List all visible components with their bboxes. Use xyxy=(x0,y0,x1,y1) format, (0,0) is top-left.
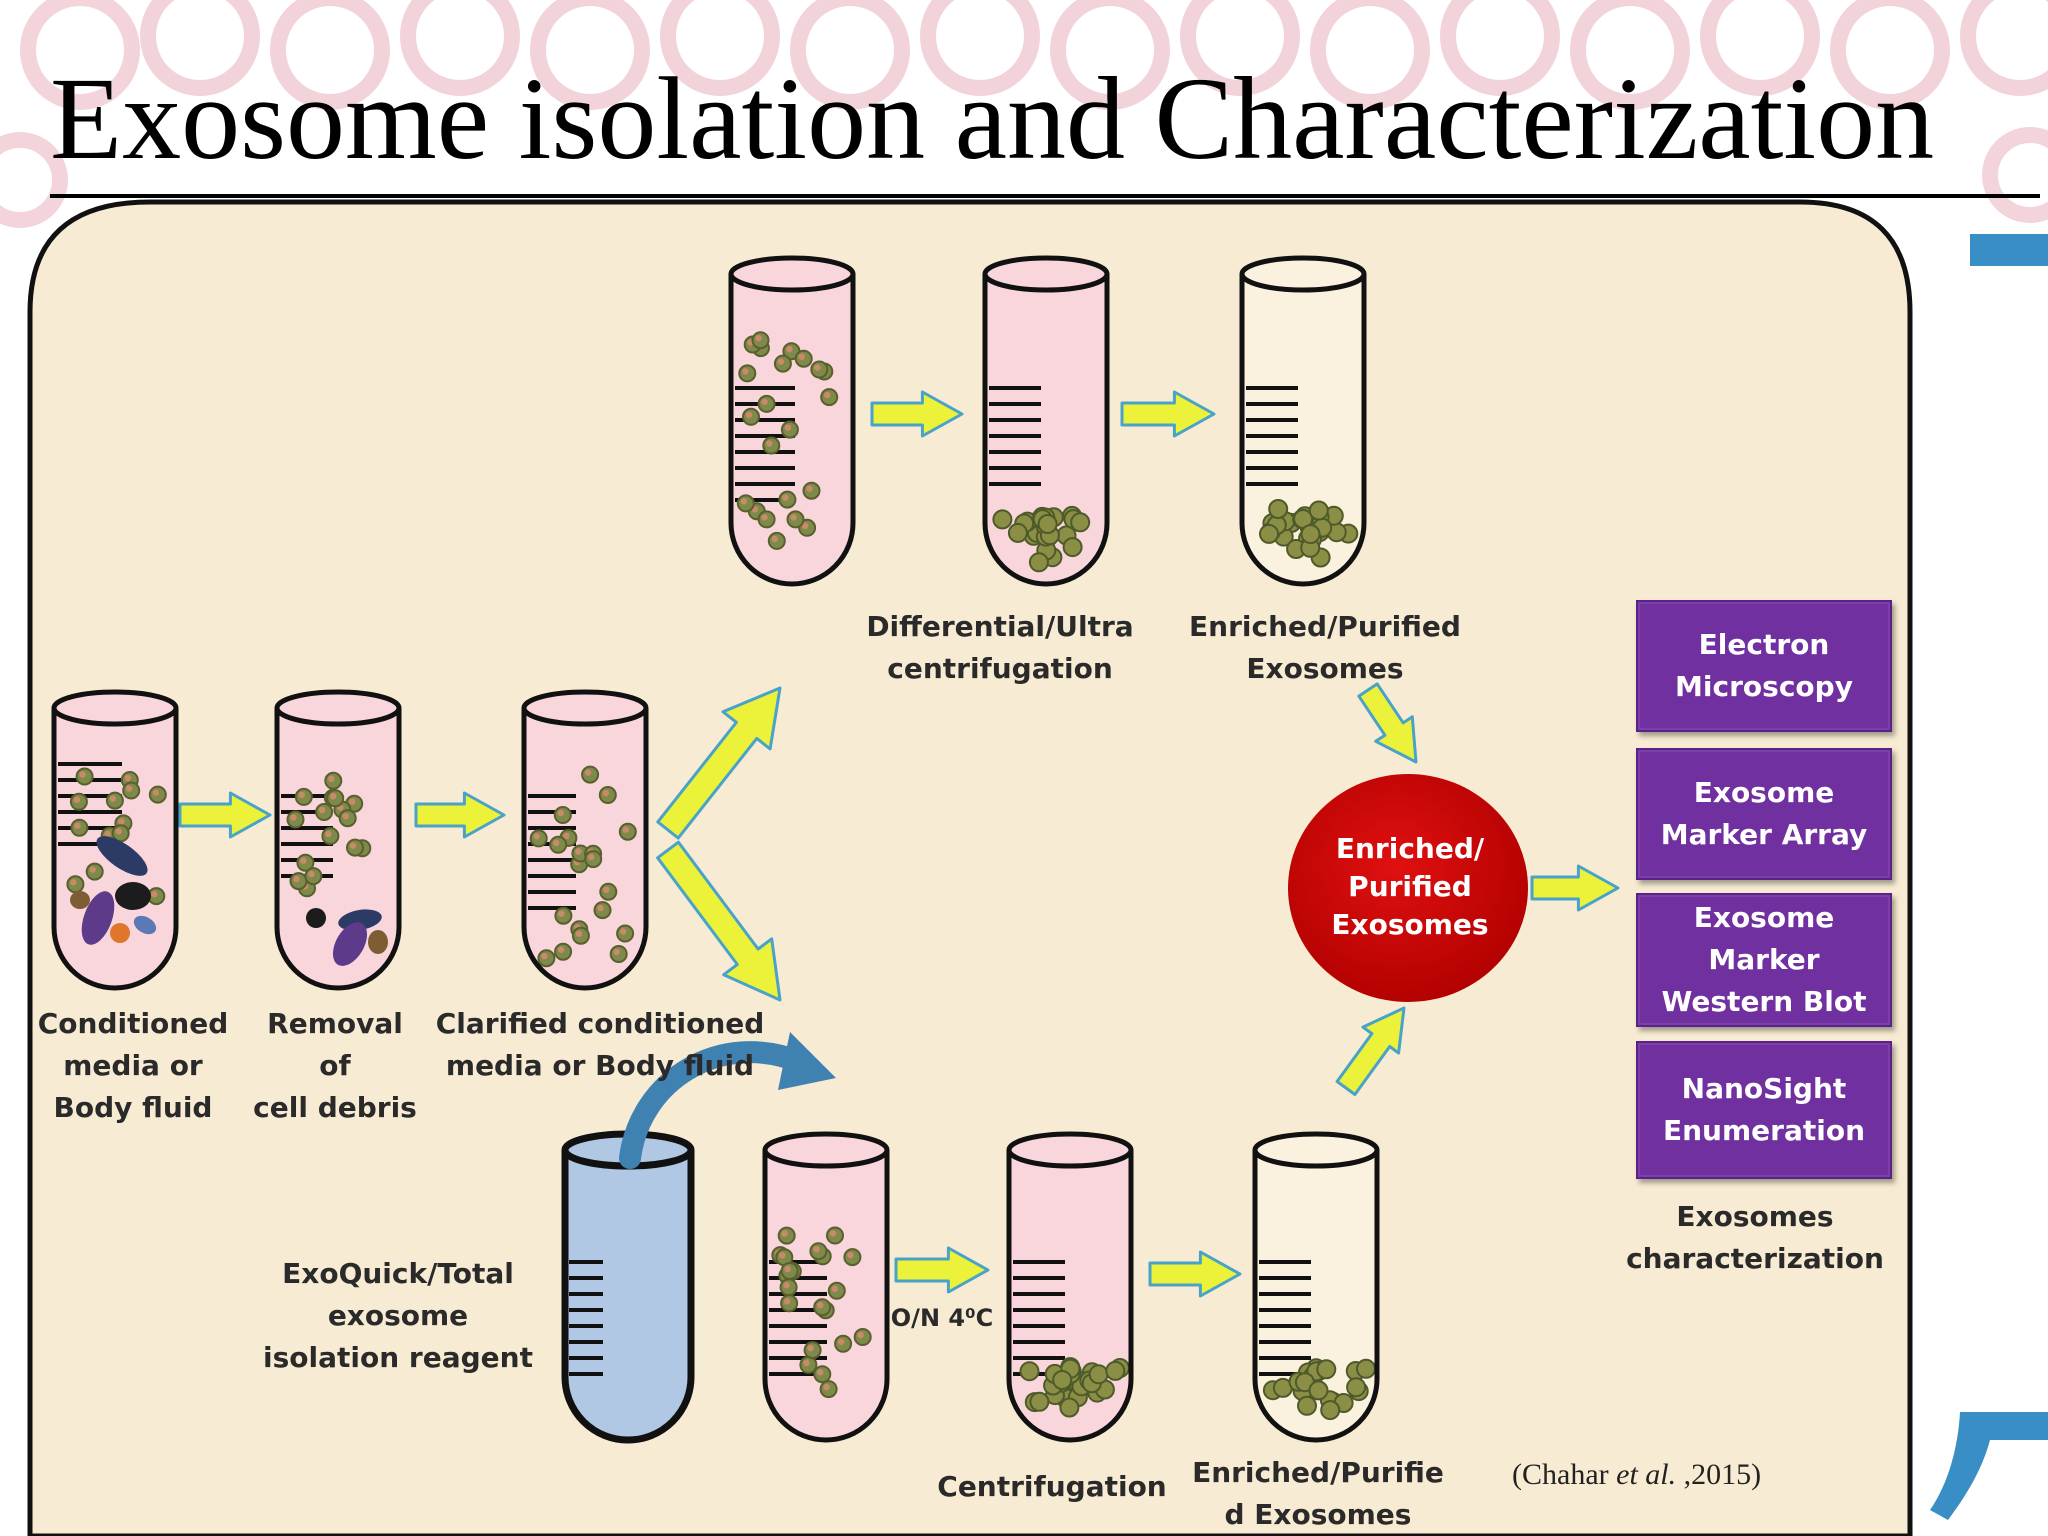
label-enriched-top: Enriched/Purified Exosomes xyxy=(1189,610,1461,685)
arrow-top-2-to-3 xyxy=(1120,390,1216,438)
label-removal-cell-debris: Removal of cell debris xyxy=(253,1007,417,1124)
center-circle-label: Enriched/ Purified Exosomes xyxy=(1331,832,1489,941)
deco-bar-top xyxy=(1970,234,2048,266)
label-clarified-media: Clarified conditioned media or Body flui… xyxy=(435,1007,765,1082)
tube-reagent xyxy=(561,1130,695,1444)
tube-top-3 xyxy=(1239,255,1367,587)
citation-etal: et al. xyxy=(1616,1458,1677,1491)
label-centrifugation: Centrifugation xyxy=(937,1470,1167,1503)
arrow-top-1-to-2 xyxy=(870,390,964,438)
arrow-split-up xyxy=(656,686,782,840)
label-incubation: O/N 4⁰C xyxy=(890,1304,994,1332)
decorative-rings xyxy=(0,0,2048,228)
tube-clarified-media xyxy=(521,689,649,991)
tube-top-1 xyxy=(728,255,856,587)
citation: (Chahar et al. ,2015) xyxy=(1512,1458,1761,1492)
label-characterization: Exosomes characterization xyxy=(1626,1200,1884,1275)
citation-authors: (Chahar xyxy=(1512,1458,1617,1491)
label-differential-centrifugation: Differential/Ultra centrifugation xyxy=(866,610,1134,685)
label-reagent: ExoQuick/Total exosome isolation reagent xyxy=(263,1257,533,1374)
transfer-curved-arrow xyxy=(619,1032,836,1169)
arrow-circle-to-methods xyxy=(1530,864,1620,912)
arrow-incubation xyxy=(894,1246,990,1294)
tube-top-2 xyxy=(982,255,1110,587)
tube-bottom-3 xyxy=(1252,1131,1380,1443)
deco-bar-bottom xyxy=(1930,1412,2048,1520)
red-circle-icon xyxy=(1288,774,1528,1002)
method-electron-microscopy: Electron Microscopy xyxy=(1636,600,1892,732)
diagram-panel xyxy=(27,199,1913,1536)
method-marker-array: Exosome Marker Array xyxy=(1636,748,1892,880)
label-conditioned-media: Conditioned media or Body fluid xyxy=(37,1007,229,1124)
page-title: Exosome isolation and Characterization xyxy=(50,53,1935,184)
tube-bottom-2 xyxy=(1006,1131,1134,1443)
tube-removal-debris xyxy=(274,689,402,991)
arrow-split-down xyxy=(656,840,782,1002)
arrow-bottom-2-to-3 xyxy=(1148,1250,1242,1298)
citation-year: ,2015) xyxy=(1676,1458,1762,1491)
tube-conditioned-media xyxy=(51,689,179,991)
tube-bottom-1 xyxy=(762,1131,890,1443)
method-western-blot: Exosome Marker Western Blot xyxy=(1636,893,1892,1027)
arrow-enriched-to-circle xyxy=(1357,682,1418,764)
arrow-bottom-to-circle xyxy=(1335,1006,1406,1096)
method-nanosight: NanoSight Enumeration xyxy=(1636,1041,1892,1179)
label-enriched-bottom: Enriched/Purifie d Exosomes xyxy=(1192,1456,1444,1531)
arrow-removal-to-clarified xyxy=(414,791,506,839)
arrow-conditioned-to-removal xyxy=(178,791,272,839)
